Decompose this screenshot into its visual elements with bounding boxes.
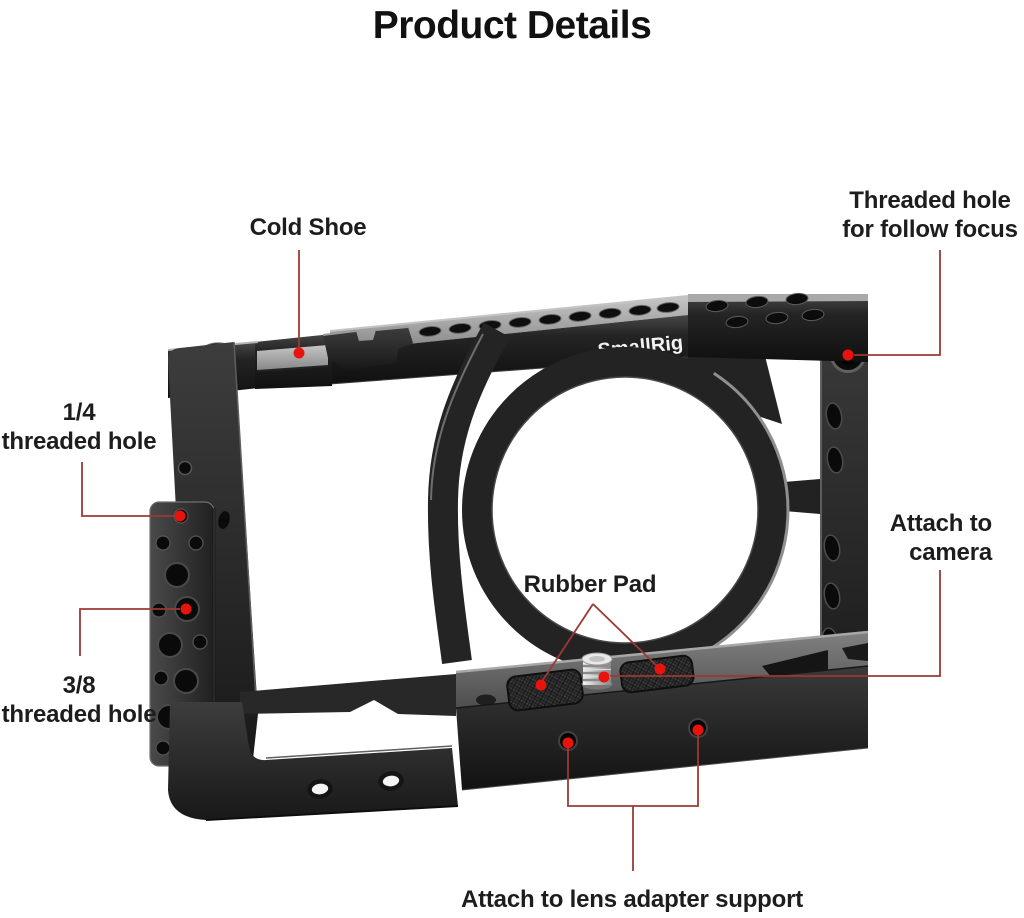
label-three-eighths-thread: 3/8 threaded hole xyxy=(1,672,157,728)
label-lens-adapter: Attach to lens adapter support xyxy=(460,886,804,913)
marker-dot-quarter-thread-hole xyxy=(174,510,186,522)
marker-dot-three-eighths-thread-hole xyxy=(180,603,192,615)
leader-line xyxy=(592,603,660,669)
marker-dot-lens-support-left xyxy=(562,737,574,749)
label-follow-focus: Threaded hole for follow focus xyxy=(842,187,1018,243)
top-bar: SmallRig xyxy=(329,295,689,385)
rubber-pad-left xyxy=(506,668,584,712)
marker-dot-rubber-pad-left xyxy=(535,679,547,691)
bottom-left-foot xyxy=(168,702,459,821)
leader-line xyxy=(854,250,941,356)
right-arch-arm xyxy=(680,344,782,424)
marker-dot-rubber-pad-right xyxy=(654,663,666,675)
lower-strip xyxy=(240,674,456,716)
label-cold-shoe: Cold Shoe xyxy=(249,214,367,241)
label-quarter-thread: 1/4 threaded hole xyxy=(1,399,157,455)
leader-line xyxy=(540,603,594,684)
rubber-pad-right xyxy=(619,654,695,694)
marker-dot-cold-shoe xyxy=(293,347,305,359)
leader-line xyxy=(610,570,941,677)
right-column xyxy=(820,296,868,740)
leader-line xyxy=(81,462,174,517)
marker-dot-follow-focus-hole xyxy=(842,349,854,361)
label-rubber-pad: Rubber Pad xyxy=(523,571,657,598)
label-attach-camera: Attach to camera xyxy=(889,510,992,566)
page-title: Product Details xyxy=(372,4,652,47)
marker-dot-lens-support-right xyxy=(692,724,704,736)
leader-line xyxy=(79,608,180,656)
left-arch-arm xyxy=(427,322,511,665)
marker-dot-camera-screw xyxy=(598,671,610,683)
top-right-block xyxy=(688,292,868,362)
leader-line xyxy=(567,735,699,807)
